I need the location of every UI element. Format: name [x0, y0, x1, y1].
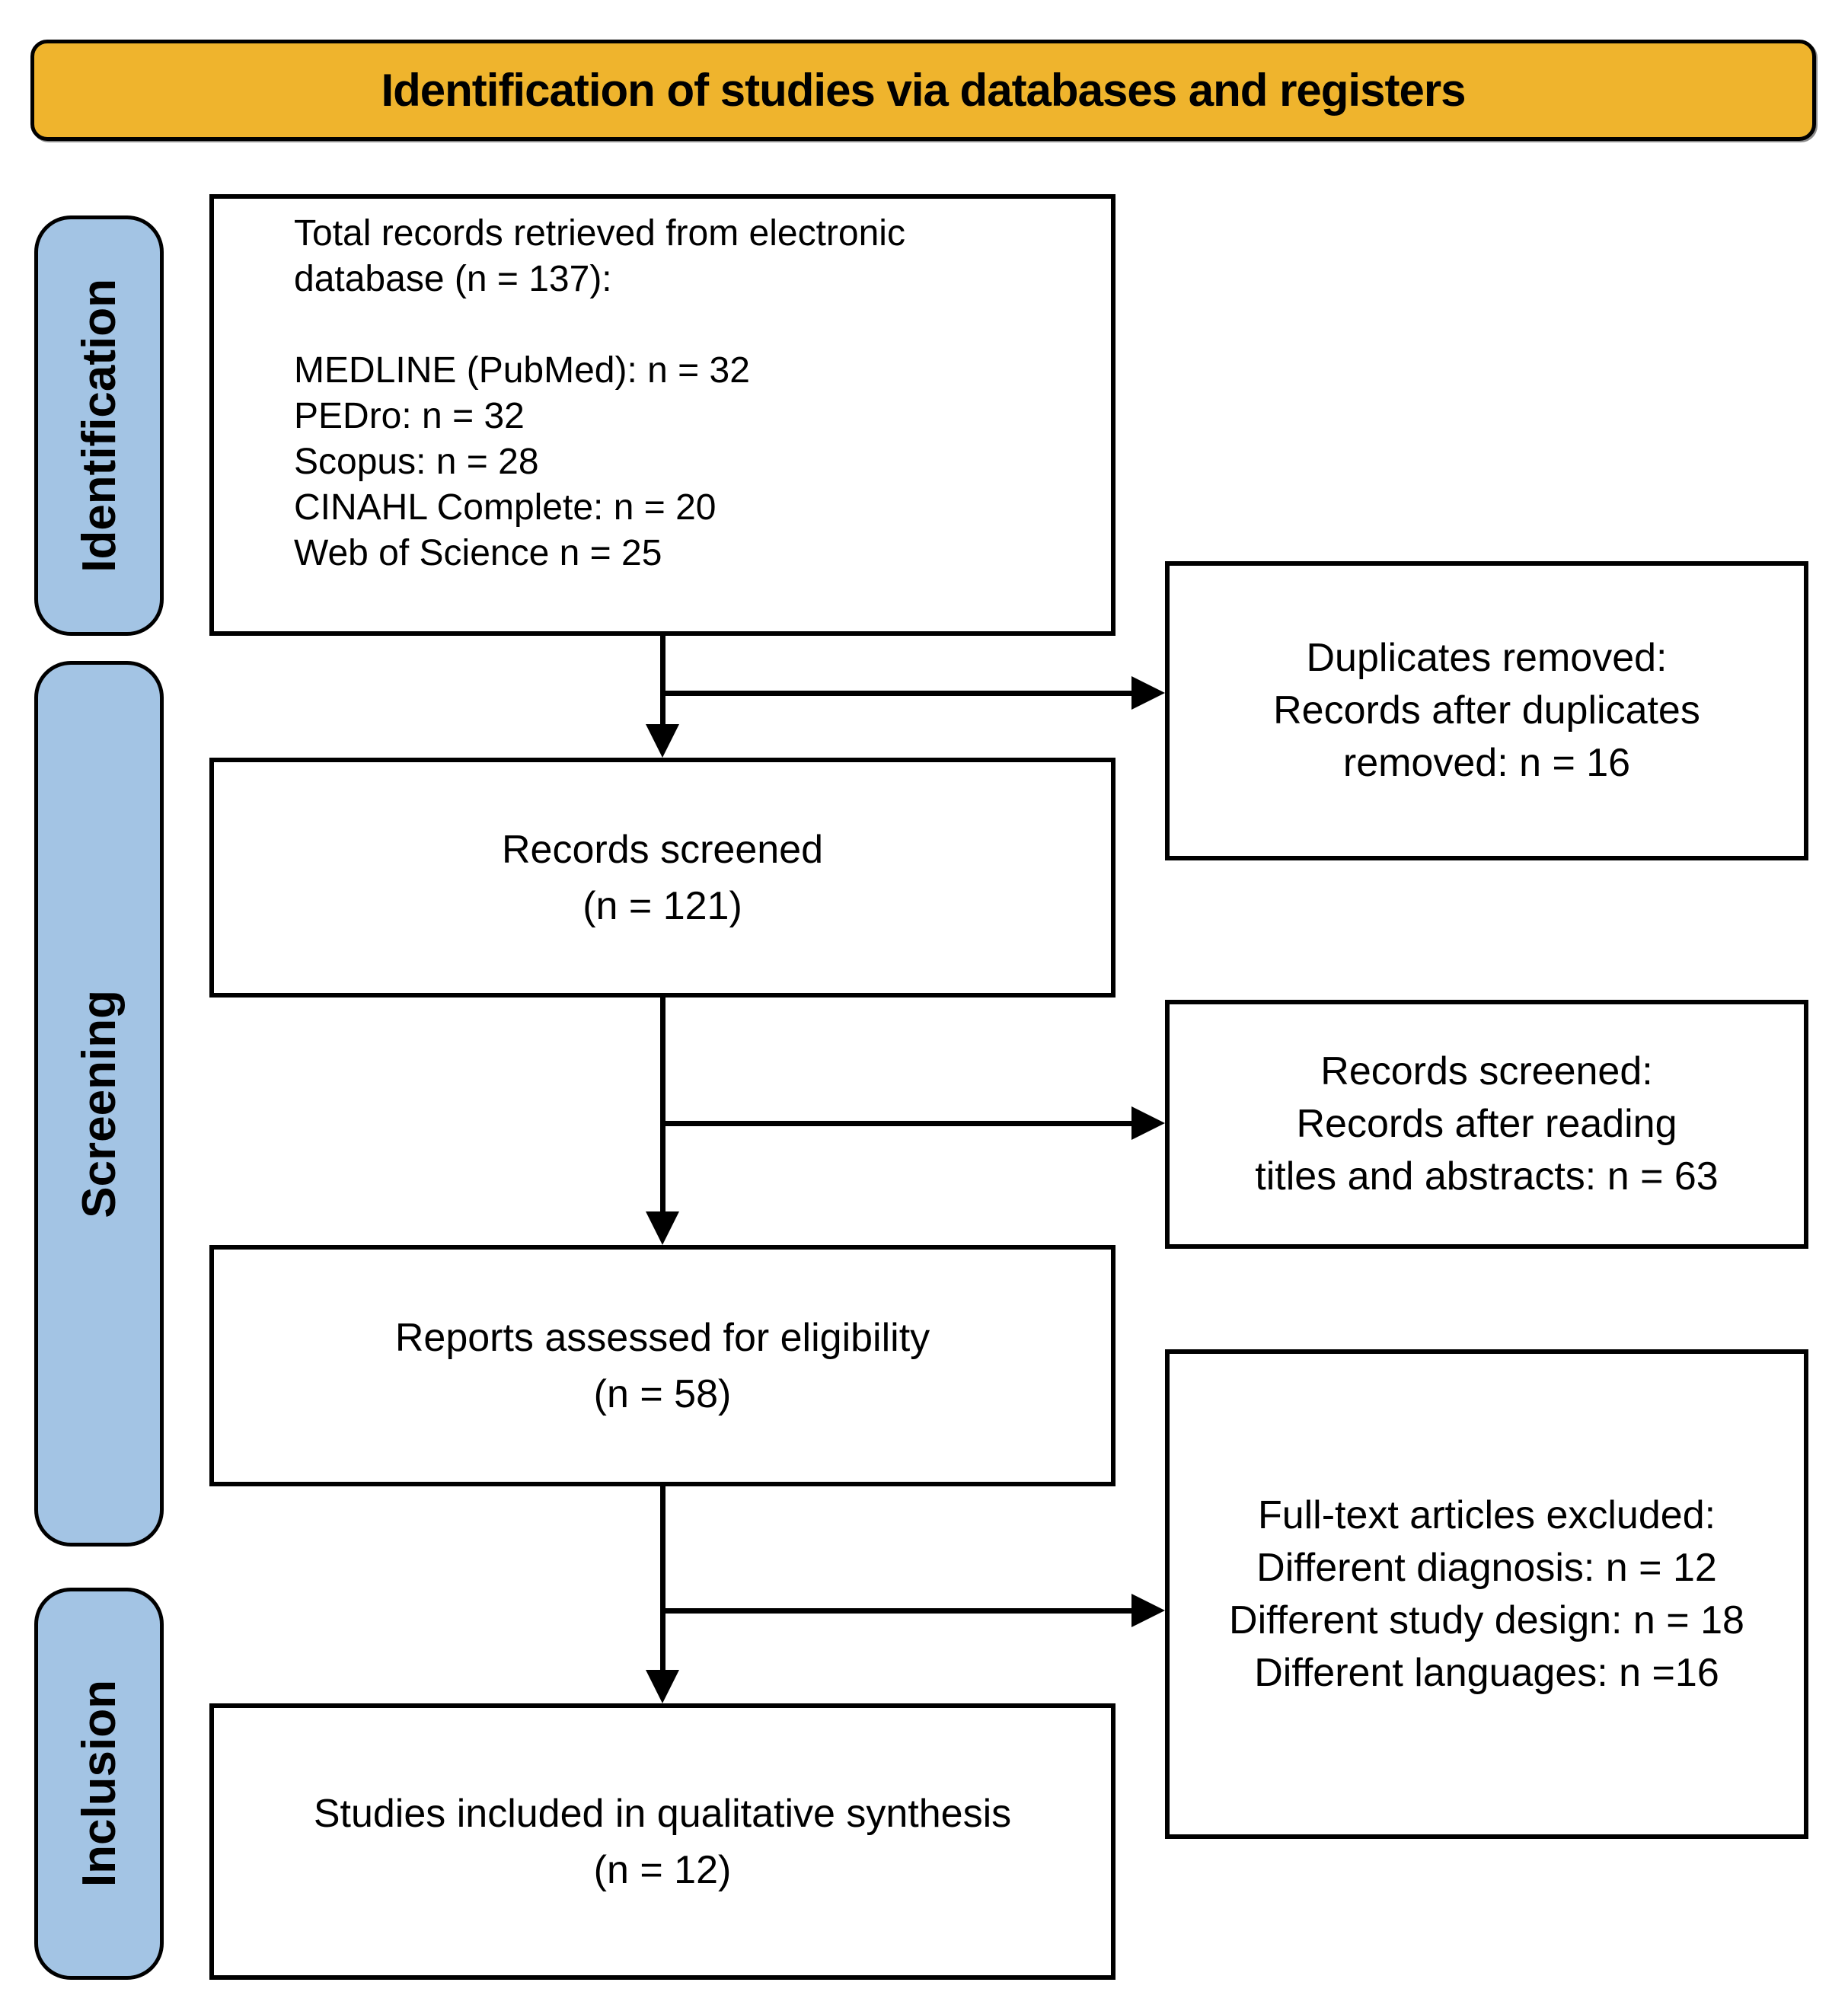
reports-assessed-count: (n = 58) — [593, 1371, 732, 1416]
records-screened-line: Records screened — [502, 827, 823, 872]
banner: Identification of studies via databases … — [30, 40, 1816, 141]
records-screened-excluded-box: Records screened: Records after reading … — [1165, 1000, 1808, 1249]
records-screened-box: Records screened (n = 121) — [209, 758, 1116, 998]
arrow-line-assessed-to-included — [660, 1486, 665, 1671]
studies-included-count: (n = 12) — [593, 1847, 732, 1892]
records-retrieved-line: Web of Science n = 25 — [294, 533, 662, 573]
arrowhead-to-screened-exclusions — [1131, 1106, 1165, 1140]
reports-assessed-line: Reports assessed for eligibility — [394, 1315, 930, 1360]
stage-identification: Identification — [34, 215, 164, 636]
arrow-line-screened-to-assessed — [660, 998, 665, 1215]
duplicates-removed-line: Records after duplicates — [1273, 688, 1700, 733]
records-retrieved-line: CINAHL Complete: n = 20 — [294, 487, 717, 528]
full-text-excluded-line: Different study design: n = 18 — [1229, 1598, 1744, 1642]
stage-screening-label: Screening — [72, 989, 126, 1218]
full-text-excluded-line: Different diagnosis: n = 12 — [1256, 1545, 1717, 1590]
full-text-excluded-line: Different languages: n =16 — [1254, 1650, 1719, 1695]
full-text-excluded-box: Full-text articles excluded: Different d… — [1165, 1349, 1808, 1839]
stage-screening: Screening — [34, 661, 164, 1547]
arrowhead-to-fulltext-exclusions — [1131, 1594, 1165, 1627]
records-retrieved-line: database (n = 137): — [294, 259, 612, 299]
studies-included-box: Studies included in qualitative synthesi… — [209, 1703, 1116, 1980]
records-screened-count: (n = 121) — [582, 883, 742, 928]
records-retrieved-line — [294, 302, 1096, 348]
records-retrieved-box: Total records retrieved from electronic … — [209, 194, 1116, 636]
arrowhead-retrieved-to-screened — [646, 724, 679, 758]
arrowhead-screened-to-assessed — [646, 1211, 679, 1245]
duplicates-removed-count: removed: n = 16 — [1342, 741, 1631, 785]
records-screened-excluded-count: titles and abstracts: n = 63 — [1255, 1154, 1719, 1199]
stage-inclusion: Inclusion — [34, 1588, 164, 1980]
arrow-line-retrieved-to-screened — [660, 636, 665, 726]
stage-identification-label: Identification — [72, 279, 126, 573]
records-retrieved-line: MEDLINE (PubMed): n = 32 — [294, 350, 750, 391]
full-text-excluded-line: Full-text articles excluded: — [1257, 1492, 1716, 1537]
reports-assessed-box: Reports assessed for eligibility (n = 58… — [209, 1245, 1116, 1486]
records-retrieved-line: PEDro: n = 32 — [294, 396, 525, 436]
banner-title: Identification of studies via databases … — [381, 65, 1466, 116]
records-retrieved-line: Total records retrieved from electronic — [294, 213, 905, 254]
arrow-line-to-screened-exclusions — [660, 1121, 1131, 1126]
stage-inclusion-label: Inclusion — [72, 1680, 126, 1888]
arrow-line-to-duplicates — [660, 691, 1131, 696]
arrowhead-to-duplicates — [1131, 676, 1165, 710]
records-retrieved-line: Scopus: n = 28 — [294, 442, 539, 482]
duplicates-removed-box: Duplicates removed: Records after duplic… — [1165, 561, 1808, 860]
arrowhead-assessed-to-included — [646, 1670, 679, 1703]
records-screened-excluded-line: Records after reading — [1296, 1102, 1677, 1146]
studies-included-line: Studies included in qualitative synthesi… — [313, 1791, 1012, 1836]
duplicates-removed-line: Duplicates removed: — [1306, 636, 1668, 680]
arrow-line-to-fulltext-exclusions — [660, 1608, 1131, 1614]
records-screened-excluded-line: Records screened: — [1320, 1049, 1653, 1093]
